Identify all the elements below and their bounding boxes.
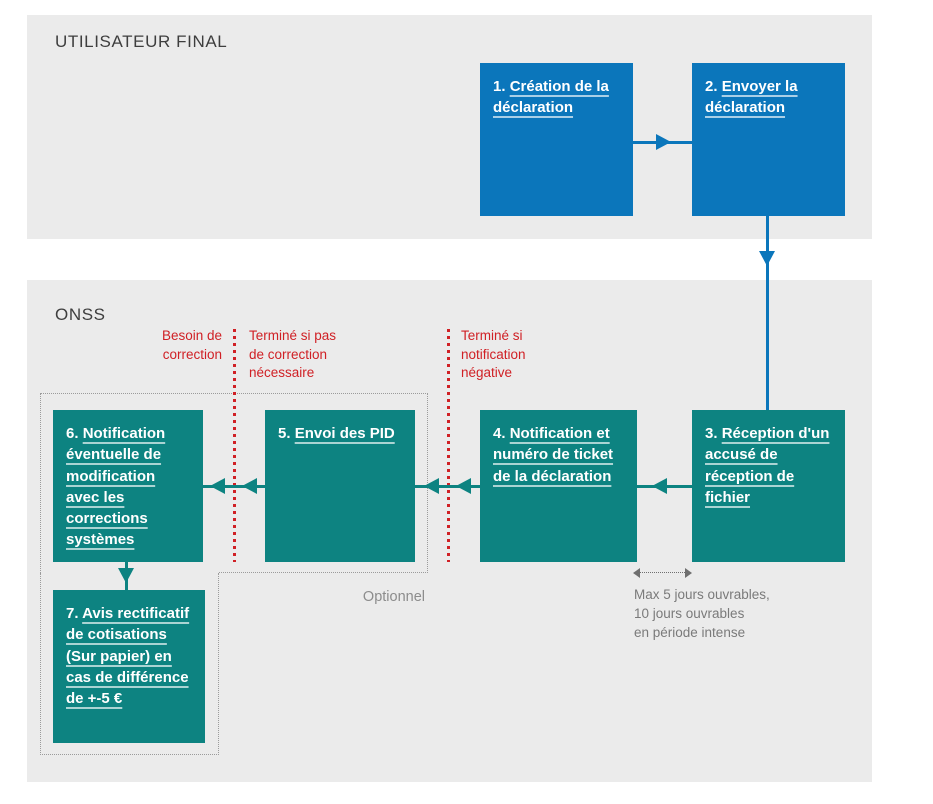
box-link[interactable]: Création de la déclaration bbox=[493, 78, 609, 117]
arrow-2-to-3-line bbox=[766, 216, 769, 410]
box-number: 7. bbox=[66, 605, 79, 622]
arrowhead-left-icon bbox=[633, 568, 640, 578]
optional-region-bottom-edge bbox=[219, 572, 428, 573]
process-box-2[interactable]: 2. Envoyer la déclaration bbox=[692, 63, 845, 216]
box-number: 6. bbox=[66, 425, 79, 442]
arrow-4-to-5-line bbox=[415, 485, 480, 488]
label-delai-traitement: Max 5 jours ouvrables, 10 jours ouvrable… bbox=[634, 587, 770, 640]
arrow-2-to-3-head bbox=[759, 251, 775, 266]
arrow-5-to-6-line bbox=[203, 485, 265, 488]
panel-title-onss: ONSS bbox=[55, 305, 106, 324]
label-besoin-de-correction: Besoin de correction bbox=[161, 328, 222, 362]
process-box-7[interactable]: 7. Avis rectificatif de cotisations (Sur… bbox=[53, 590, 205, 743]
process-box-5[interactable]: 5. Envoi des PID bbox=[265, 410, 415, 562]
process-box-6[interactable]: 6. Notification éventuelle de modificati… bbox=[53, 410, 203, 562]
box-link[interactable]: Envoyer la déclaration bbox=[705, 78, 798, 117]
box-number: 5. bbox=[278, 425, 291, 442]
arrow-5-to-6-head-inner bbox=[210, 478, 225, 494]
label-optionnel: Optionnel bbox=[362, 589, 425, 605]
arrow-3-to-4-head bbox=[652, 478, 667, 494]
process-box-3[interactable]: 3. Réception d'un accusé de réception de… bbox=[692, 410, 845, 562]
box-number: 4. bbox=[493, 425, 506, 442]
box-number: 3. bbox=[705, 425, 718, 442]
delay-range-arrow bbox=[633, 567, 692, 579]
delay-range-arrow-bar bbox=[638, 572, 687, 573]
arrow-4-to-5-head-inner bbox=[424, 478, 439, 494]
optional-region-outline-lower bbox=[40, 573, 219, 755]
box-link[interactable]: Notification et numéro de ticket de la d… bbox=[493, 425, 614, 485]
box-link[interactable]: Avis rectificatif de cotisations (Sur pa… bbox=[66, 605, 190, 708]
process-box-1[interactable]: 1. Création de la déclaration bbox=[480, 63, 633, 216]
arrow-1-to-2-head bbox=[656, 134, 671, 150]
label-termine-si-notification-negative: Terminé si notification négative bbox=[461, 328, 526, 381]
box-link[interactable]: Envoi des PID bbox=[294, 425, 395, 442]
arrow-5-to-6-head-outer bbox=[242, 478, 257, 494]
arrowhead-right-icon bbox=[685, 568, 692, 578]
label-termine-si-pas-correction: Terminé si pas de correction nécessaire bbox=[249, 328, 337, 381]
process-box-4[interactable]: 4. Notification et numéro de ticket de l… bbox=[480, 410, 637, 562]
box-link[interactable]: Réception d'un accusé de réception de fi… bbox=[705, 425, 830, 506]
arrow-6-to-7-head bbox=[118, 568, 134, 583]
box-number: 2. bbox=[705, 78, 718, 95]
box-link[interactable]: Notification éventuelle de modification … bbox=[66, 425, 166, 549]
separator-termine-notification bbox=[447, 329, 450, 562]
arrow-4-to-5-head-outer bbox=[456, 478, 471, 494]
box-number: 1. bbox=[493, 78, 506, 95]
separator-besoin-correction bbox=[233, 329, 236, 562]
panel-title-utilisateur-final: UTILISATEUR FINAL bbox=[55, 32, 228, 51]
